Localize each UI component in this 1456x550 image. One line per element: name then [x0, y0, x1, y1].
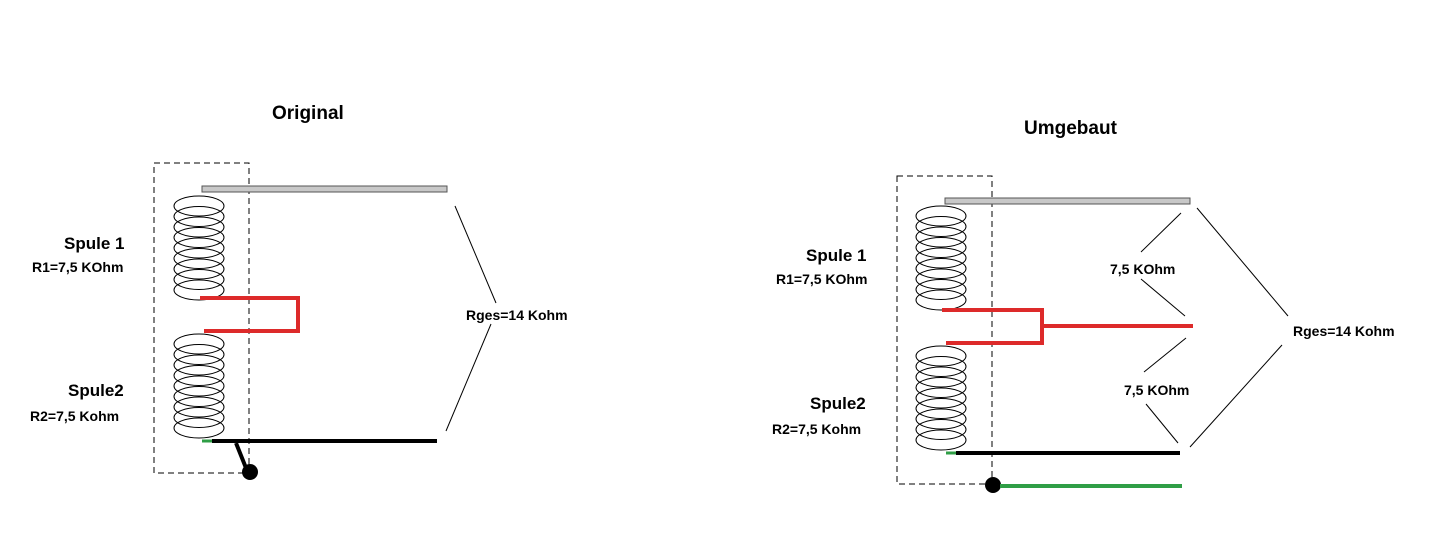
modified-upper-bracket-bottom — [1140, 278, 1186, 317]
modified-coil-2-resistance: R2=7,5 Kohm — [772, 421, 861, 437]
modified-diagram: Umgebaut Spule 1 R1=7,5 KOhm Spule2 R2=7… — [772, 118, 1395, 493]
coil-loop — [915, 398, 967, 419]
coil-loop — [915, 366, 967, 388]
original-coil-2 — [173, 333, 225, 439]
coil-loop — [915, 408, 967, 430]
modified-upper-resistance: 7,5 KOhm — [1110, 261, 1175, 277]
coil-loop — [173, 333, 225, 355]
modified-coil-2-name: Spule2 — [810, 394, 866, 413]
modified-coil-1-resistance: R1=7,5 KOhm — [776, 271, 867, 287]
coil-loop — [915, 205, 967, 227]
coil-loop — [173, 237, 225, 259]
coil-loop — [915, 237, 967, 258]
coil-loop — [173, 206, 225, 227]
modified-lower-resistance: 7,5 KOhm — [1124, 382, 1189, 398]
coil-loop — [915, 279, 967, 300]
coil-loop — [173, 269, 225, 290]
modified-total-bracket-top — [1196, 207, 1289, 317]
modified-coil-1-name: Spule 1 — [806, 246, 866, 265]
coil-loop — [915, 429, 967, 451]
original-title: Original — [272, 103, 344, 124]
coil-loop — [173, 216, 225, 238]
coil-loop — [915, 268, 967, 290]
original-red-wire — [200, 296, 300, 333]
original-coil-1-resistance: R1=7,5 KOhm — [32, 259, 123, 275]
coil-loop — [915, 345, 967, 367]
original-coil-2-name: Spule2 — [68, 381, 124, 400]
original-coil-2-resistance: R2=7,5 Kohm — [30, 408, 119, 424]
modified-title: Umgebaut — [1024, 118, 1118, 139]
modified-coil-1 — [915, 205, 967, 311]
coil-loop — [173, 344, 225, 365]
coil-loop — [915, 216, 967, 237]
modified-pickup-housing — [896, 175, 993, 485]
coil-loop — [173, 227, 225, 248]
coil-loop — [915, 289, 967, 311]
coil-loop — [915, 258, 967, 279]
modified-lower-bracket-bottom — [1145, 403, 1179, 444]
original-total-resistance: Rges=14 Kohm — [466, 307, 568, 323]
coil-loop — [173, 258, 225, 280]
modified-ground-point — [985, 477, 1001, 493]
modified-upper-bracket-top — [1140, 212, 1182, 253]
modified-total-bracket-bottom — [1189, 344, 1283, 448]
coil-loop — [915, 387, 967, 409]
coil-loop — [915, 377, 967, 398]
coil-loop — [173, 375, 225, 397]
coil-loop — [173, 417, 225, 439]
modified-lower-bracket-top — [1143, 337, 1187, 373]
original-resistance-bracket-top — [454, 205, 497, 304]
original-pickup-housing — [153, 162, 250, 474]
original-ground-point — [242, 464, 258, 480]
coil-loop — [915, 226, 967, 248]
coil-loop — [173, 365, 225, 386]
coil-loop — [173, 386, 225, 407]
modified-top-bar — [944, 197, 1191, 205]
coil-loop — [173, 279, 225, 301]
original-top-bar — [201, 185, 448, 193]
coil-loop — [173, 354, 225, 376]
coil-loop — [915, 247, 967, 269]
modified-coil-2 — [915, 345, 967, 451]
coil-loop — [173, 396, 225, 418]
original-diagram: Original Spule 1 R1=7,5 KOhm Spule2 R2=7… — [30, 103, 568, 480]
coil-loop — [173, 407, 225, 428]
original-coil-1 — [173, 195, 225, 301]
coil-loop — [915, 356, 967, 377]
original-resistance-bracket-bottom — [445, 323, 492, 432]
original-ground-lead — [234, 442, 248, 469]
original-coil-1-name: Spule 1 — [64, 234, 124, 253]
coil-loop — [915, 419, 967, 440]
coil-loop — [173, 195, 225, 217]
modified-total-resistance: Rges=14 Kohm — [1293, 323, 1395, 339]
coil-loop — [173, 248, 225, 269]
